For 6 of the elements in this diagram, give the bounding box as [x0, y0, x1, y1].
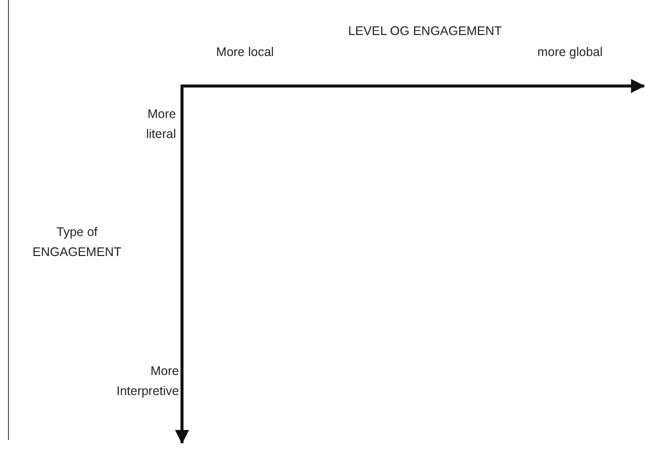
axis-label: more global — [536, 44, 604, 61]
axis-label: More local — [215, 44, 275, 61]
axis-label: More literal — [145, 106, 176, 143]
axis-title: Type of ENGAGEMENT — [32, 224, 122, 261]
axis-title: LEVEL OG ENGAGEMENT — [347, 23, 503, 40]
axis-label: More Interpretive — [115, 363, 179, 400]
